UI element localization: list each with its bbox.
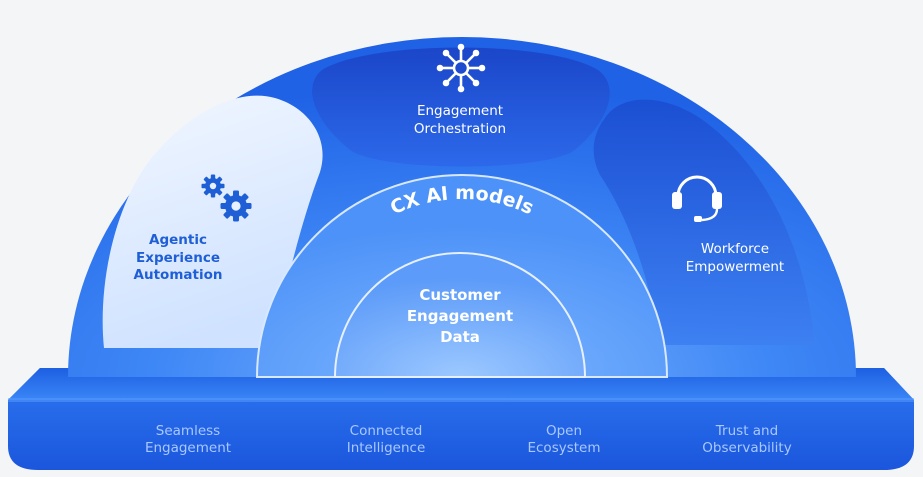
segment-agentic	[102, 95, 323, 348]
network-hub-icon	[436, 43, 486, 93]
segment-workforce	[593, 99, 815, 345]
pillar-seamless-engagement: Seamless Engagement	[144, 423, 232, 456]
pillar-trust-observability: Trust and Observability	[702, 423, 792, 456]
headset-icon	[672, 175, 722, 222]
pillar-open-ecosystem: Open Ecosystem	[527, 423, 601, 456]
gears-icon	[201, 174, 252, 222]
segment-workforce-label: Workforce Empowerment	[685, 241, 785, 275]
core-semicircle	[333, 252, 587, 378]
segment-orchestration	[312, 47, 610, 167]
segment-orchestration-label: Engagement Orchestration	[413, 103, 507, 137]
segment-agentic-label: Agentic Experience Automation	[133, 232, 223, 284]
core-label: Customer Engagement Data	[406, 286, 514, 346]
pillar-connected-intelligence: Connected Intelligence	[346, 423, 426, 456]
